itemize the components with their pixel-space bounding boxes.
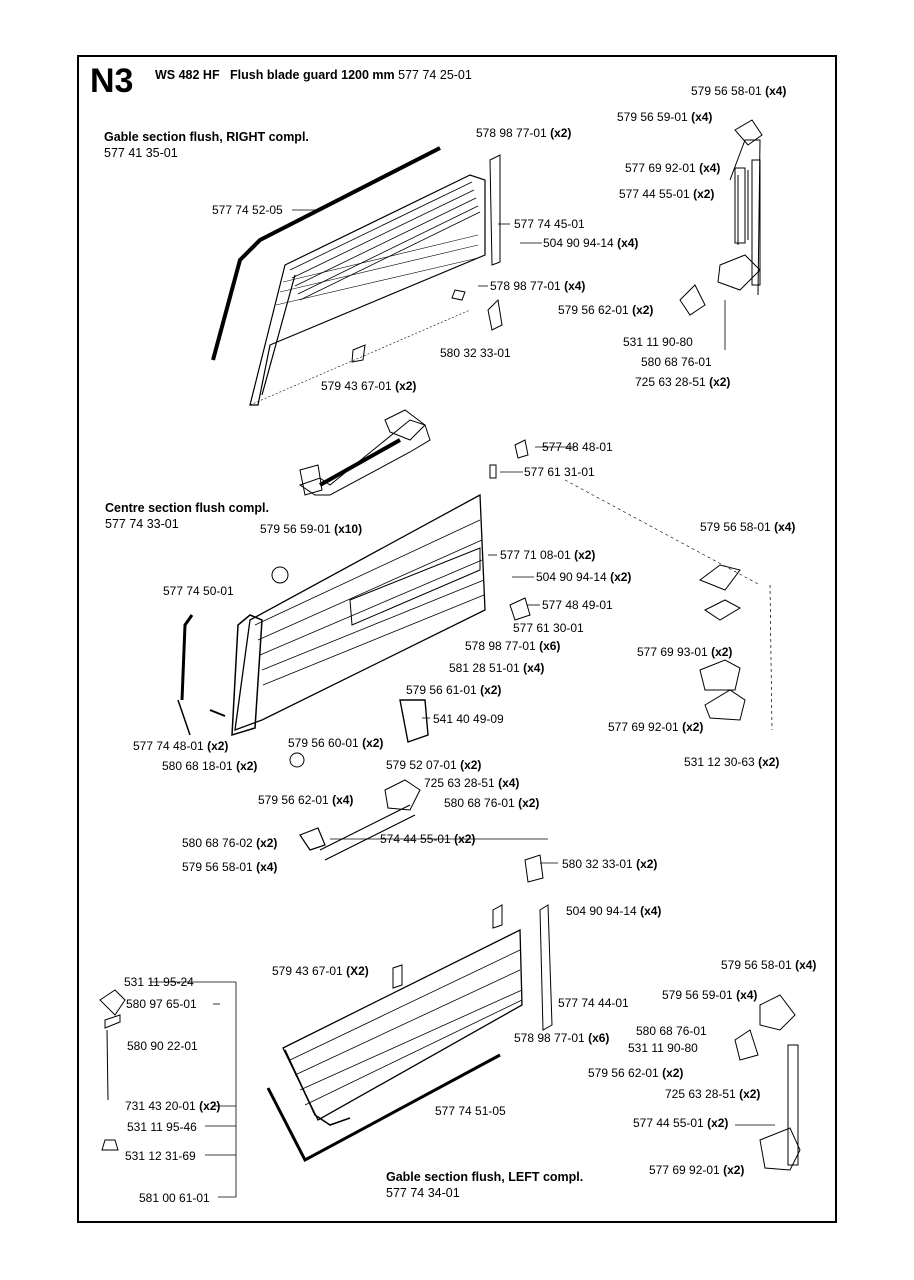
part-label: 580 32 33-01 (x2) [562, 857, 658, 871]
part-label: 577 74 51-05 [435, 1104, 506, 1118]
part-label: 577 44 55-01 (x2) [633, 1116, 729, 1130]
leader-lines [150, 209, 775, 1198]
part-label: 531 12 30-63 (x2) [684, 755, 780, 769]
group-number-right: 577 41 35-01 [104, 146, 178, 160]
part-label: 578 98 77-01 (x2) [476, 126, 572, 140]
part-label: 577 74 50-01 [163, 584, 234, 598]
part-label: 577 61 30-01 [513, 621, 584, 635]
part-label: 531 11 95-24 [124, 975, 194, 989]
assembly-number: 577 74 25-01 [398, 68, 472, 82]
part-label: 504 90 94-14 (x4) [543, 236, 639, 250]
part-label: 578 98 77-01 (x6) [465, 639, 561, 653]
part-label: 579 56 59-01 (x4) [662, 988, 758, 1002]
part-label: 504 90 94-14 (x2) [536, 570, 632, 584]
group-title-centre: Centre section flush compl. [105, 501, 269, 515]
part-label: 581 28 51-01 (x4) [449, 661, 545, 675]
part-label: 531 11 90-80 [623, 335, 693, 349]
part-label: 725 63 28-51 (x4) [424, 776, 520, 790]
part-label: 579 56 62-01 (x4) [258, 793, 354, 807]
part-label: 579 56 62-01 (x2) [588, 1066, 684, 1080]
part-label: 577 69 92-01 (x2) [649, 1163, 745, 1177]
part-label: 580 97 65-01 [126, 997, 197, 1011]
group-title-right: Gable section flush, RIGHT compl. [104, 130, 309, 144]
part-label: 577 74 45-01 [514, 217, 585, 231]
right-gable-section [211, 119, 763, 406]
part-label: 580 90 22-01 [127, 1039, 198, 1053]
part-label: 579 43 67-01 (x2) [321, 379, 417, 393]
part-label: 577 61 31-01 [524, 465, 595, 479]
part-label: 579 56 58-01 (x4) [700, 520, 796, 534]
part-label: 579 56 59-01 (x4) [617, 110, 713, 124]
part-label: 579 43 67-01 (X2) [272, 964, 369, 978]
part-label: 581 00 61-01 [139, 1191, 210, 1205]
part-label: 577 69 92-01 (x4) [625, 161, 721, 175]
part-label: 531 12 31-69 [125, 1149, 196, 1163]
assembly-description: Flush blade guard 1200 mm [230, 68, 395, 82]
part-label: 574 44 55-01 (x2) [380, 832, 476, 846]
part-label: 577 74 44-01 [558, 996, 629, 1010]
part-label: 580 68 76-01 (x2) [444, 796, 540, 810]
left-gable-section [99, 854, 801, 1171]
part-label: 579 56 59-01 (x10) [260, 522, 363, 536]
part-label: 579 56 58-01 (x4) [691, 84, 787, 98]
part-label: 579 56 61-01 (x2) [406, 683, 502, 697]
part-label: 577 71 08-01 (x2) [500, 548, 596, 562]
part-label: 725 63 28-51 (x2) [665, 1087, 761, 1101]
part-label: 577 69 92-01 (x2) [608, 720, 704, 734]
diagram-frame [77, 55, 837, 1223]
model-name: WS 482 HF [155, 68, 220, 82]
part-label: 731 43 20-01 (x2) [125, 1099, 221, 1113]
part-label: 579 56 62-01 (x2) [558, 303, 654, 317]
group-title-left: Gable section flush, LEFT compl. [386, 1170, 584, 1184]
part-label: 580 68 18-01 (x2) [162, 759, 258, 773]
section-code: N3 [90, 62, 134, 100]
part-label: 580 68 76-01 [641, 355, 712, 369]
part-label: 579 52 07-01 (x2) [386, 758, 482, 772]
part-label: 577 48 49-01 [542, 598, 613, 612]
part-label: 577 69 93-01 (x2) [637, 645, 733, 659]
part-label: 577 48 48-01 [542, 440, 613, 454]
part-label: 580 32 33-01 [440, 346, 511, 360]
part-label: 579 56 58-01 (x4) [721, 958, 817, 972]
part-label: 579 56 60-01 (x2) [288, 736, 384, 750]
part-label: 504 90 94-14 (x4) [566, 904, 662, 918]
part-label: 577 44 55-01 (x2) [619, 187, 715, 201]
page-header: WS 482 HF Flush blade guard 1200 mm 577 … [155, 68, 472, 82]
part-label: 725 63 28-51 (x2) [635, 375, 731, 389]
part-label: 531 11 95-46 [127, 1120, 197, 1134]
part-label: 580 68 76-01 [636, 1024, 707, 1038]
part-label: 541 40 49-09 [433, 712, 504, 726]
part-label: 578 98 77-01 (x4) [490, 279, 586, 293]
centre-section [177, 409, 773, 861]
group-number-centre: 577 74 33-01 [105, 517, 179, 531]
part-label: 577 74 52-05 [212, 203, 283, 217]
part-label: 578 98 77-01 (x6) [514, 1031, 610, 1045]
part-label: 580 68 76-02 (x2) [182, 836, 278, 850]
group-number-left: 577 74 34-01 [386, 1186, 460, 1200]
part-label: 531 11 90-80 [628, 1041, 698, 1055]
part-label: 577 74 48-01 (x2) [133, 739, 229, 753]
part-label: 579 56 58-01 (x4) [182, 860, 278, 874]
